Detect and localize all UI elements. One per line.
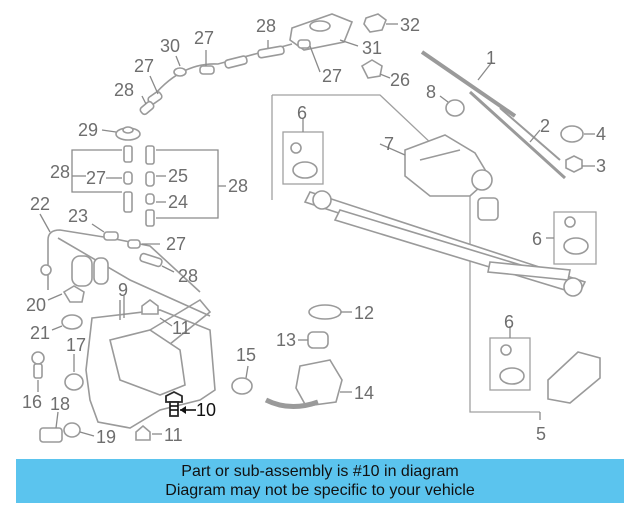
connector-23 [103, 231, 119, 241]
diagram-notice-banner: Part or sub-assembly is #10 in diagram D… [16, 459, 624, 503]
callout-11-lower: 11 [164, 425, 183, 445]
callout-14: 14 [354, 383, 374, 403]
callout-15: 15 [236, 345, 256, 365]
callout-4: 4 [596, 124, 606, 144]
cap-12 [308, 304, 342, 320]
filler-13 [307, 331, 329, 349]
banner-line-disclaimer: Diagram may not be specific to your vehi… [165, 482, 475, 499]
cap-4 [560, 125, 584, 143]
grommet-17 [64, 373, 84, 391]
connector-26 [360, 59, 383, 79]
nut-3 [565, 155, 583, 173]
filler-neck-14 [264, 359, 343, 409]
washer-nozzle-29 [115, 126, 141, 141]
wiper-motor [404, 134, 493, 197]
callout-28-top: 28 [256, 16, 276, 36]
callout-17: 17 [66, 335, 86, 355]
callout-27-left: 27 [134, 56, 154, 76]
callout-25: 25 [168, 166, 188, 186]
callout-20: 20 [26, 295, 46, 315]
callout-21: 21 [30, 323, 50, 343]
callout-7: 7 [384, 134, 394, 154]
grommet-15 [231, 377, 253, 395]
callout-26: 26 [390, 70, 410, 90]
hose-fittings-left [123, 145, 155, 227]
callout-28-left: 28 [114, 80, 134, 100]
hose-28 [139, 252, 163, 268]
callout-27-top: 27 [194, 28, 214, 48]
callout-8: 8 [426, 82, 436, 102]
banner-line-part-number: Part or sub-assembly is #10 in diagram [181, 463, 459, 480]
callout-31: 31 [362, 38, 382, 58]
callout-10-highlighted: 10 [196, 400, 216, 420]
callout-32: 32 [400, 15, 420, 35]
callout-6-bottom: 6 [504, 312, 514, 332]
callout-28-lower: 28 [178, 266, 198, 286]
callout-3: 3 [596, 156, 606, 176]
callout-12: 12 [354, 303, 374, 323]
nut-8 [445, 99, 465, 117]
callout-18: 18 [50, 394, 70, 414]
fitting-27 [127, 239, 141, 249]
grommet-19 [63, 422, 81, 438]
grommet-box-bottom [489, 337, 531, 391]
callout-29: 29 [78, 120, 98, 140]
callout-27-mid: 27 [86, 168, 106, 188]
callout-16: 16 [22, 392, 42, 412]
callout-19: 19 [96, 427, 116, 447]
callout-5: 5 [536, 424, 546, 444]
callout-6-top: 6 [297, 103, 307, 123]
washer-hose-22 [40, 229, 211, 317]
callout-28-bracket-left: 28 [50, 162, 70, 182]
callout-23: 23 [68, 206, 88, 226]
washer-pump-20 [62, 255, 109, 303]
nut-11-lower [135, 424, 151, 441]
wiper-blade [420, 50, 567, 180]
callout-2: 2 [540, 116, 550, 136]
callout-13: 13 [276, 330, 296, 350]
linkage-bracket [547, 351, 601, 404]
callout-24: 24 [168, 192, 188, 212]
callout-9: 9 [118, 280, 128, 300]
callout-30: 30 [160, 36, 180, 56]
clip-32 [363, 13, 387, 33]
callout-28-bracket-right: 28 [228, 176, 248, 196]
grommet-box-top [282, 131, 324, 185]
callout-1: 1 [486, 48, 496, 68]
bolt-10-arrow [180, 406, 186, 414]
callout-27-lower: 27 [166, 234, 186, 254]
callout-6-right: 6 [532, 229, 542, 249]
callout-11-upper: 11 [172, 318, 191, 338]
sensor-16 [31, 351, 45, 379]
connector-18 [39, 427, 63, 443]
wiper-linkage [303, 190, 587, 297]
callout-22: 22 [30, 194, 50, 214]
callout-27-right: 27 [322, 66, 342, 86]
grommet-21 [61, 314, 83, 330]
bolt-10-highlighted [165, 390, 183, 417]
nut-11-upper [141, 299, 159, 315]
grommet-box-right [553, 211, 597, 265]
